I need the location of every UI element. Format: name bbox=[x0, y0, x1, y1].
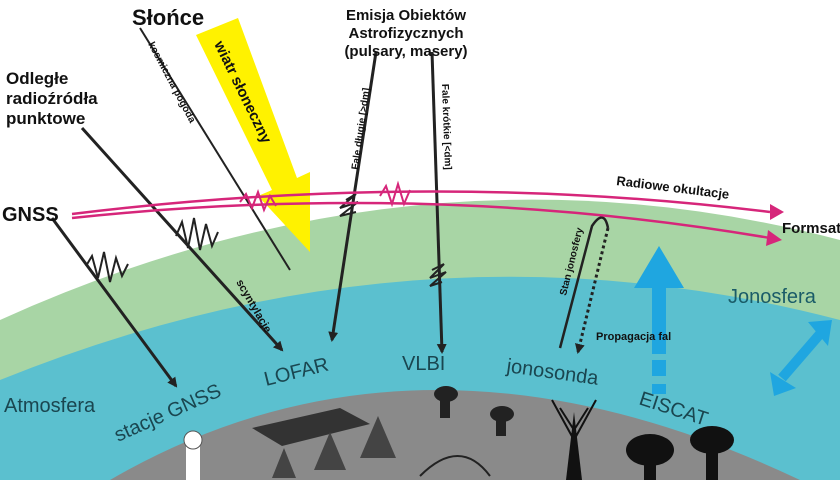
astro-title-line2: Astrofizycznych bbox=[348, 25, 463, 42]
vlbi-dish-icon bbox=[419, 386, 514, 477]
scintillation-wave-gnss bbox=[85, 251, 129, 283]
astro-title-line1: Emisja Obiektów bbox=[346, 7, 466, 24]
sun-label: Słońce bbox=[132, 5, 204, 30]
space-weather-label: kosmiczna pogoda bbox=[145, 40, 197, 125]
ionosonde-antenna-icon bbox=[551, 399, 597, 480]
propagation-arrowhead bbox=[634, 246, 684, 288]
distant-sources-line3: punktowe bbox=[6, 109, 85, 128]
vlbi-label: VLBI bbox=[402, 353, 445, 375]
ionosonde-loop bbox=[558, 216, 610, 349]
distant-sources-line1: Odległe bbox=[6, 69, 68, 88]
occultation-noise bbox=[239, 180, 411, 213]
eiscat-dish-icon bbox=[626, 426, 734, 480]
astro-title-line3: (pulsary, masery) bbox=[344, 43, 467, 60]
ionosphere-arrowhead-bottom bbox=[770, 372, 796, 396]
occultation-arrowhead-lower bbox=[766, 230, 782, 246]
occultation-ray-lower bbox=[71, 201, 771, 240]
propagation-arrow-shaft bbox=[652, 284, 666, 354]
scintillation-wave-source bbox=[175, 217, 219, 251]
long-waves-label: Fale długie [>dm] bbox=[350, 87, 372, 170]
gnss-label: GNSS bbox=[2, 204, 59, 226]
occultation-ray-upper bbox=[71, 190, 771, 216]
solar-wind-arrow bbox=[196, 18, 310, 252]
gnss-ray bbox=[50, 217, 178, 388]
ionosphere-arrowhead-top bbox=[808, 320, 832, 346]
scintillation-wave-short bbox=[429, 263, 447, 287]
space-weather-ray bbox=[139, 27, 291, 271]
lofar-array-icon bbox=[252, 408, 396, 478]
distant-sources-line2: radioźródła bbox=[6, 89, 98, 108]
wave-propagation-label: Propagacja fal bbox=[596, 331, 671, 343]
ionosphere-label: Jonosfera bbox=[728, 286, 817, 308]
propagation-arrow-dash-2 bbox=[652, 360, 666, 376]
gnss-station-icon bbox=[183, 430, 203, 480]
occultation-arrowhead-upper bbox=[770, 204, 784, 220]
propagation-arrow-dash-1 bbox=[652, 384, 666, 394]
short-wave-ray bbox=[430, 51, 447, 354]
atmosphere-label: Atmosfera bbox=[4, 395, 96, 417]
ionosphere-double-arrow bbox=[778, 330, 824, 382]
short-waves-label: Fale krótkie [<dm] bbox=[439, 84, 453, 170]
distant-source-ray bbox=[80, 126, 284, 352]
scintillation-wave-long bbox=[339, 193, 359, 217]
formsat-label: Formsat bbox=[782, 220, 840, 237]
